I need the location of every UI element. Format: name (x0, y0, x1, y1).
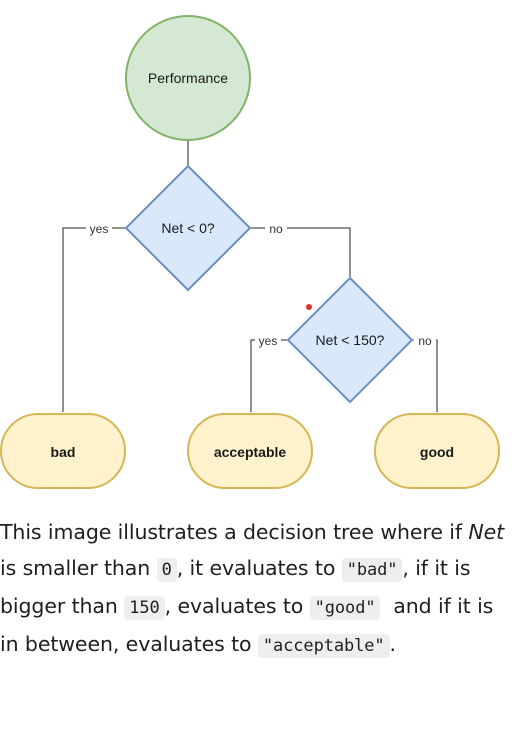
svg-text:Net < 150?: Net < 150? (316, 332, 385, 348)
svg-text:yes: yes (259, 334, 278, 348)
edge-label-yes-2: yes (255, 332, 281, 348)
marker-dot (306, 304, 312, 310)
caption-text: is smaller than (0, 556, 157, 580)
decision-node-2: Net < 150? (286, 276, 414, 404)
svg-text:Net < 0?: Net < 0? (161, 220, 215, 236)
leaf-node-acceptable: acceptable (187, 413, 313, 489)
svg-text:no: no (418, 334, 432, 348)
edge-label-no-2: no (414, 332, 436, 348)
edge-decision2-no (412, 339, 438, 412)
leaf-node-bad: bad (0, 413, 126, 489)
edge-decision2-yes (250, 339, 288, 412)
caption-text: , if it is bigger than (0, 556, 471, 618)
svg-text:acceptable: acceptable (214, 444, 287, 460)
code-150: 150 (124, 596, 165, 620)
svg-text:bad: bad (51, 444, 76, 460)
code-acceptable: "acceptable" (257, 634, 390, 658)
svg-text:no: no (269, 222, 283, 236)
root-node: Performance (125, 15, 251, 141)
svg-text:good: good (420, 444, 454, 460)
edge-label-yes-1: yes (86, 220, 112, 236)
code-good: "good" (309, 596, 381, 620)
edge-label-no-1: no (265, 220, 287, 236)
code-zero: 0 (156, 558, 177, 582)
svg-text:Performance: Performance (148, 70, 228, 86)
edge-decision1-yes (62, 227, 126, 412)
svg-text:yes: yes (90, 222, 109, 236)
caption-text: . (389, 632, 397, 656)
caption-text: , it evaluates to (176, 556, 342, 580)
decision-tree-diagram: yes no yes no Performance Net < 0? Net <… (0, 15, 500, 489)
caption-net-term: Net (468, 520, 505, 544)
caption-text: , evaluates to (164, 594, 310, 618)
caption-text: and if it is in between, evaluates to (0, 594, 500, 656)
decision-node-1: Net < 0? (124, 164, 252, 292)
code-bad: "bad" (341, 558, 403, 582)
leaf-node-good: good (374, 413, 500, 489)
caption-text: This image illustrates a decision tree w… (0, 520, 469, 544)
diagram-caption: This image illustrates a decision tree w… (0, 514, 510, 664)
